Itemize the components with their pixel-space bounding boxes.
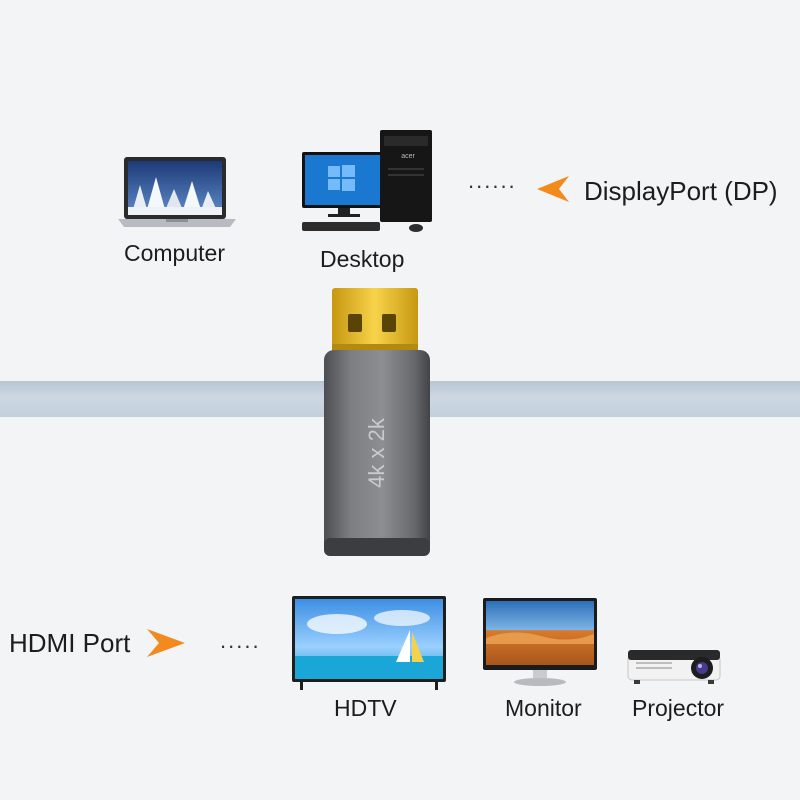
desktop-label: Desktop [320,246,405,272]
hdtv-image [292,596,446,690]
hdtv-label: HDTV [334,695,397,721]
dp-arrow-icon [537,176,569,202]
projector-label: Projector [632,695,725,721]
desktop-image: acer [300,128,450,238]
desktop-brand-text: acer [401,153,415,160]
displayport-label: DisplayPort (DP) [584,176,778,206]
projector-image [626,646,724,686]
monitor-image [483,598,597,688]
dp-hdmi-adapter [322,286,432,558]
adapter-marking: 4k x 2k [364,418,389,488]
computer-label: Computer [124,240,225,266]
hdmi-port-label: HDMI Port [9,628,131,658]
dp-connection-dots: ...... [468,168,517,193]
hdmi-arrow-icon [147,629,185,657]
laptop-image [118,155,236,230]
hdmi-connection-dots: ..... [220,628,261,653]
monitor-label: Monitor [505,695,582,721]
